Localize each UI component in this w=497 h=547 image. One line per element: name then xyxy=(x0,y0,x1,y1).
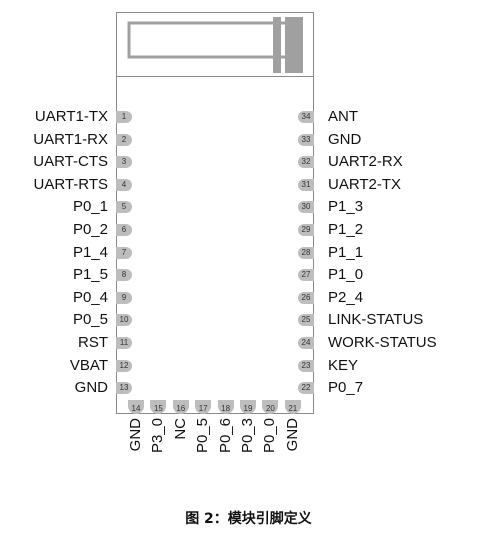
pin-pad: 13 xyxy=(116,382,132,395)
antenna-trace xyxy=(127,17,303,73)
pin-pad: 33 xyxy=(298,133,314,146)
pin-label: UART1-RX xyxy=(33,130,108,148)
pin-pad: 4 xyxy=(116,178,132,191)
pin-pad: 6 xyxy=(116,224,132,236)
pin-label: UART2-TX xyxy=(328,175,402,193)
pin-label: NC xyxy=(171,418,189,440)
pin-label: P1_5 xyxy=(72,266,108,284)
pin-pad: 17 xyxy=(195,400,212,414)
antenna-meander xyxy=(127,21,289,59)
pin-label: P0_2 xyxy=(72,221,108,238)
pin-label: UART2-RX xyxy=(328,153,403,171)
pin-pad: 2 xyxy=(116,133,132,146)
antenna-divider xyxy=(117,76,313,77)
module-outline xyxy=(116,12,314,414)
pin-label: P1_2 xyxy=(328,221,364,238)
pin-pad: 19 xyxy=(240,400,256,414)
pin-pad: 30 xyxy=(298,201,314,214)
pin-label: KEY xyxy=(328,356,359,374)
pin-label: P1_1 xyxy=(328,243,364,261)
pin-pad: 22 xyxy=(298,382,314,395)
pin-pad: 11 xyxy=(116,337,132,349)
pin-label: UART-RTS xyxy=(33,175,108,193)
pin-label: P0_7 xyxy=(328,379,364,397)
pin-pad: 9 xyxy=(116,291,132,304)
pin-pad: 1 xyxy=(116,111,132,123)
pin-label: GND xyxy=(328,130,362,148)
pin-pad: 7 xyxy=(116,246,132,259)
pin-pad: 29 xyxy=(298,224,314,236)
pin-label: P1_4 xyxy=(72,243,108,261)
pin-label: VBAT xyxy=(69,356,108,374)
pin-pad: 14 xyxy=(128,400,144,414)
pin-label: P0_6 xyxy=(216,418,234,454)
pin-label: UART-CTS xyxy=(33,153,108,171)
pin-label: P0_0 xyxy=(261,418,279,454)
pin-label: P0_3 xyxy=(239,418,256,454)
pin-pad: 26 xyxy=(298,291,314,304)
figure-caption: 图 2：模块引脚定义 xyxy=(185,511,312,527)
pin-pad: 12 xyxy=(116,359,132,372)
antenna-feed-outer xyxy=(273,17,281,73)
pin-label: P1_3 xyxy=(328,198,364,216)
pin-label: GND xyxy=(74,379,108,397)
pin-pad: 8 xyxy=(116,269,132,282)
pin-label: UART1-TX xyxy=(34,108,108,125)
pin-pad: 25 xyxy=(298,314,314,327)
pin-label: ANT xyxy=(328,108,358,125)
pin-pad: 10 xyxy=(116,314,132,327)
pin-pad: 28 xyxy=(298,246,314,259)
pin-pad: 16 xyxy=(172,400,189,414)
pin-label: RST xyxy=(78,334,108,351)
pin-pad: 32 xyxy=(298,156,314,169)
pin-label: P0_4 xyxy=(72,288,108,306)
pin-pad: 34 xyxy=(298,111,314,123)
pin-label: WORK-STATUS xyxy=(328,334,437,351)
pin-pad: 5 xyxy=(116,201,132,214)
antenna-feed-inner xyxy=(285,17,303,73)
pin-label: P0_5 xyxy=(72,311,108,329)
pin-pad: 27 xyxy=(298,269,314,282)
pin-pad: 15 xyxy=(150,400,167,414)
pin-label: P0_5 xyxy=(194,418,212,454)
pin-label: P0_1 xyxy=(72,198,108,216)
pin-label: P3_0 xyxy=(149,418,167,454)
pin-pad: 3 xyxy=(116,156,132,169)
pin-label: LINK-STATUS xyxy=(328,311,424,329)
pin-pad: 31 xyxy=(298,178,314,191)
pin-pad: 18 xyxy=(217,400,234,414)
pin-label: GND xyxy=(127,418,144,452)
pin-pad: 20 xyxy=(262,400,279,414)
pin-label: GND xyxy=(283,418,301,452)
pin-pad: 24 xyxy=(298,337,314,349)
pin-label: P2_4 xyxy=(328,288,364,306)
pin-pad: 21 xyxy=(284,400,301,414)
pin-pad: 23 xyxy=(298,359,314,372)
pin-label: P1_0 xyxy=(328,266,364,284)
